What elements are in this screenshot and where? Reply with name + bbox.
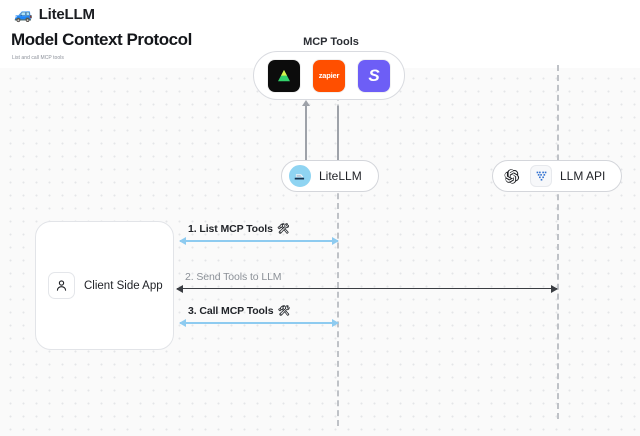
litellm-truck-icon: 🚙	[14, 6, 33, 23]
llm-api-lifeline	[557, 65, 559, 419]
client-side-app-node[interactable]: Client Side App	[35, 221, 174, 350]
arrow-head-left-icon	[176, 284, 183, 293]
flow-line	[177, 288, 557, 290]
flow-line	[180, 322, 338, 324]
arrow-head-right-icon	[551, 284, 558, 293]
page-subtitle: List and call MCP tools	[12, 55, 64, 61]
arrow-head-right-icon	[332, 318, 339, 327]
app-brand[interactable]: 🚙 LiteLLM	[14, 6, 95, 23]
flow-label-text: 1. List MCP Tools	[188, 223, 273, 235]
anthropic-logo-icon	[530, 165, 552, 187]
tools-icon: 🛠	[277, 305, 291, 317]
litellm-logo-icon	[289, 165, 311, 187]
mcp-to-litellm-arrow	[333, 106, 342, 166]
tools-icon: 🛠	[276, 223, 290, 235]
user-icon	[48, 272, 75, 299]
arrow-head-left-icon	[179, 318, 186, 327]
flow-label-text: 3. Call MCP Tools	[188, 305, 274, 317]
litellm-node-label: LiteLLM	[319, 169, 362, 183]
litellm-lifeline	[337, 65, 339, 426]
apify-tool-icon[interactable]	[268, 59, 300, 92]
flow-label: 2. Send Tools to LLM	[185, 271, 282, 283]
mcp-tools-group[interactable]: zapier S	[253, 51, 405, 100]
litellm-to-mcp-arrow	[301, 100, 310, 160]
arrow-head-left-icon	[179, 236, 186, 245]
flow-label: 3. Call MCP Tools 🛠	[188, 305, 290, 317]
stripe-tool-icon[interactable]: S	[358, 59, 390, 92]
flow-line	[180, 240, 338, 242]
client-side-app-label: Client Side App	[84, 279, 163, 292]
llm-api-node[interactable]: LLM API	[492, 160, 623, 192]
flow-label-text: 2. Send Tools to LLM	[185, 271, 282, 283]
flow-label: 1. List MCP Tools 🛠	[188, 223, 290, 235]
flow-send-tools-to-llm: 2. Send Tools to LLM	[176, 271, 558, 293]
zapier-tool-icon[interactable]: zapier	[313, 59, 345, 92]
llm-api-node-label: LLM API	[560, 169, 606, 183]
openai-logo-icon	[500, 165, 522, 187]
diagram-canvas[interactable]: 1. List MCP Tools 🛠 2. Send Tools to LLM…	[0, 65, 640, 436]
arrow-head-up-icon	[301, 100, 310, 106]
mcp-tools-group-label: MCP Tools	[303, 36, 359, 48]
litellm-node[interactable]: LiteLLM	[281, 160, 379, 192]
flow-list-mcp-tools: 1. List MCP Tools 🛠	[179, 223, 339, 245]
page-title: Model Context Protocol	[11, 30, 192, 49]
brand-name: LiteLLM	[38, 6, 95, 23]
arrow-head-right-icon	[332, 236, 339, 245]
flow-call-mcp-tools: 3. Call MCP Tools 🛠	[179, 305, 339, 327]
